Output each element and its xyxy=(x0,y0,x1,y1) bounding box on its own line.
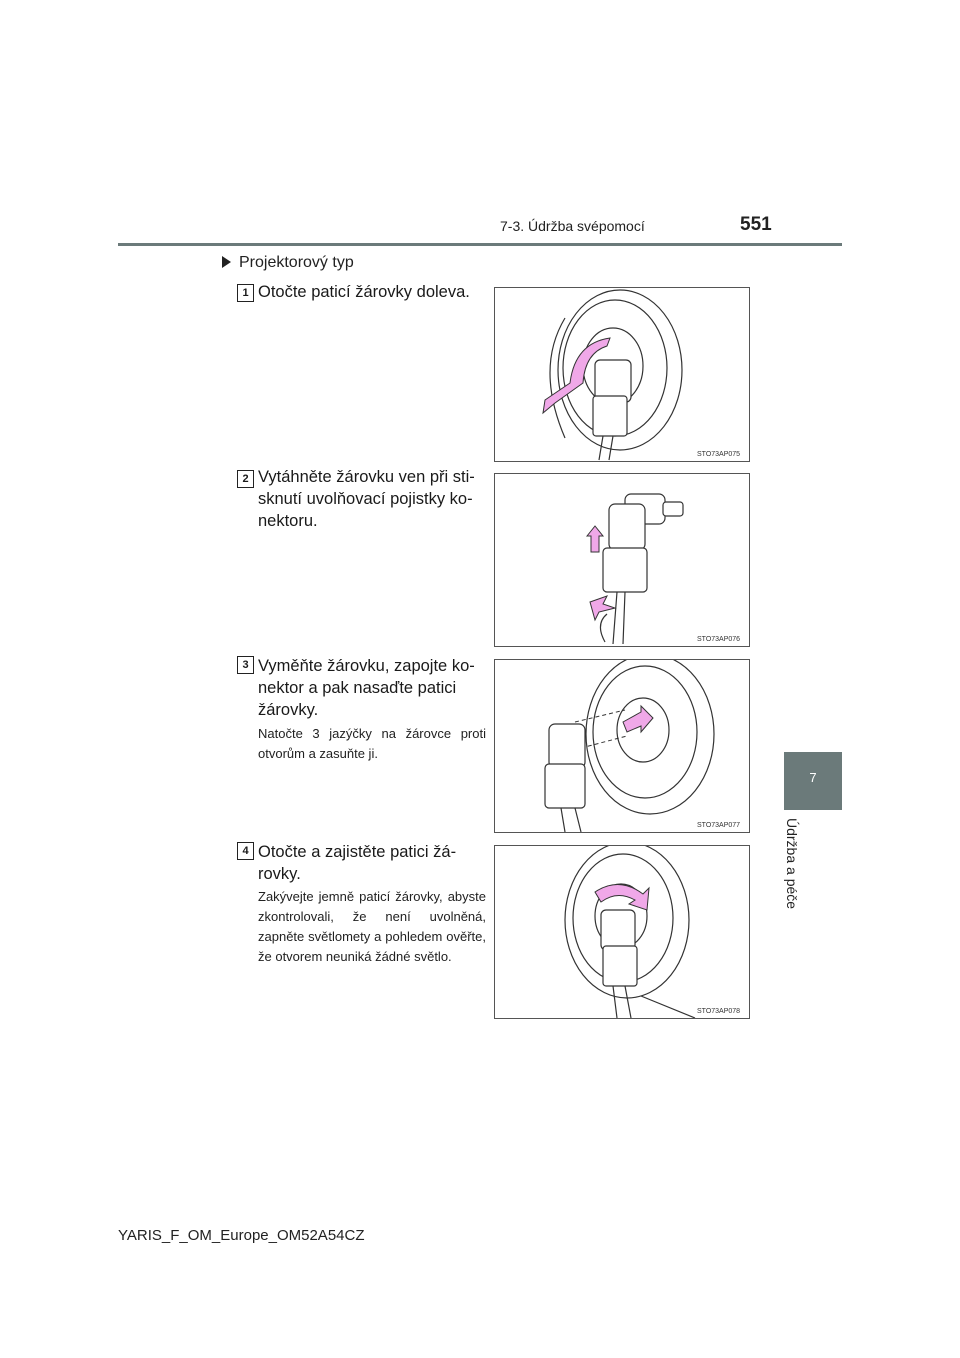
step-4-text: Otočte a zajistěte patici žá- rovky. xyxy=(258,841,486,885)
triangle-bullet-icon xyxy=(222,256,231,268)
chapter-title: Údržba a péče xyxy=(780,818,810,928)
bulb-insert-illustration: STO73AP077 xyxy=(544,660,740,832)
step-4-badge: 4 xyxy=(237,842,254,860)
step-4-figure: STO73AP078 xyxy=(494,845,750,1019)
step-1-figure: STO73AP075 xyxy=(494,287,750,462)
figure-code-3: STO73AP077 xyxy=(697,822,740,829)
chapter-title-text: Údržba a péče xyxy=(784,818,800,910)
step-1-text: Otočte paticí žárovky doleva. xyxy=(258,283,470,301)
figure-code-4: STO73AP078 xyxy=(697,1008,740,1015)
document-id: YARIS_F_OM_Europe_OM52A54CZ xyxy=(118,1227,365,1244)
bulb-rotate-lock-illustration: STO73AP078 xyxy=(564,846,740,1018)
type-label: Projektorový typ xyxy=(239,254,354,271)
step-4-line-1: Otočte a zajistěte patici žá- xyxy=(258,843,457,861)
step-2-line-1: Vytáhněte žárovku ven při sti- xyxy=(258,468,475,486)
step-3-text: Vyměňte žárovku, zapojte ko- nektor a pa… xyxy=(258,655,486,721)
section-title: 7-3. Údržba svépomocí xyxy=(500,218,645,234)
step-3-note: Natočte 3 jazýčky na žárovce proti otvor… xyxy=(258,726,486,761)
bulb-pull-out-illustration: STO73AP076 xyxy=(585,493,740,645)
step-3-line-1: Vyměňte žárovku, zapojte ko- xyxy=(258,657,475,675)
step-4-line-2: rovky. xyxy=(258,865,301,883)
type-heading: Projektorový typ xyxy=(222,254,354,272)
step-4-note: Zakývejte jemně paticí žárovky, abyste z… xyxy=(258,889,486,964)
header-rule xyxy=(118,243,842,246)
chapter-tab xyxy=(784,752,842,810)
step-2-line-3: nektoru. xyxy=(258,512,318,530)
step-2-badge: 2 xyxy=(237,470,254,488)
bulb-rotate-left-illustration: STO73AP075 xyxy=(542,289,740,461)
page-number: 551 xyxy=(740,214,772,235)
step-2-text: Vytáhněte žárovku ven při sti- sknutí uv… xyxy=(258,466,486,532)
step-3-line-2: nektor a pak nasaďte patici xyxy=(258,679,457,697)
step-2-line-2: sknutí uvolňovací pojistky ko- xyxy=(258,490,473,508)
step-3-badge: 3 xyxy=(237,656,254,674)
step-1-badge: 1 xyxy=(237,284,254,302)
step-3-line-3: žárovky. xyxy=(258,701,319,719)
step-2-figure: STO73AP076 xyxy=(494,473,750,647)
step-3-figure: STO73AP077 xyxy=(494,659,750,833)
chapter-number: 7 xyxy=(809,770,817,785)
figure-code-1: STO73AP075 xyxy=(697,451,740,458)
figure-code-2: STO73AP076 xyxy=(697,636,740,643)
